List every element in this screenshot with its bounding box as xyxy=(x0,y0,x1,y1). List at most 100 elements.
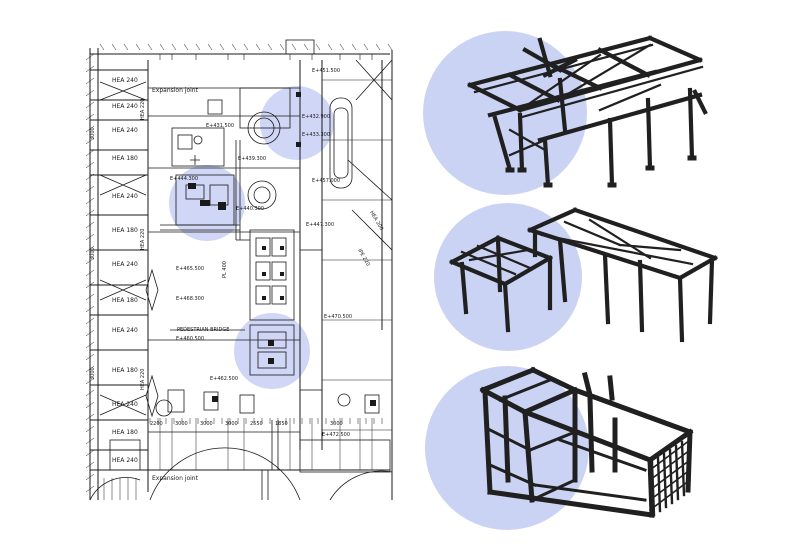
frame-beam xyxy=(495,235,553,261)
box-end-member xyxy=(648,478,692,512)
dimension-tick xyxy=(85,365,95,373)
dimension-tick xyxy=(85,125,95,133)
dimension-tick xyxy=(219,43,225,51)
dimension-tick xyxy=(195,43,201,51)
column-base xyxy=(543,182,553,188)
dimension-tick xyxy=(85,281,95,289)
canopy-column xyxy=(607,117,615,188)
dimension-2: 3000 xyxy=(175,421,188,427)
elevation-2: E+432.900 xyxy=(302,114,330,120)
dimension-tick xyxy=(135,43,141,51)
beam-label-6: HEA 180 xyxy=(112,227,138,234)
dimension-tick xyxy=(85,305,95,313)
dimension-tick xyxy=(85,137,95,145)
box-column xyxy=(522,409,535,503)
structure-highlight-middle xyxy=(434,203,582,351)
canopy-column xyxy=(687,87,695,161)
frame-column xyxy=(602,252,611,325)
canopy-column xyxy=(537,37,553,78)
dimension-tick xyxy=(85,425,95,433)
dimension-tick xyxy=(85,437,95,445)
dimension-tick xyxy=(85,113,95,121)
dimension-tick xyxy=(171,43,177,51)
dimension-4: 3000 xyxy=(225,421,238,427)
box-column xyxy=(607,375,615,401)
box-beam xyxy=(528,430,577,452)
box-beam xyxy=(529,366,579,394)
frame-brace xyxy=(588,218,652,260)
vertical-beam-3: HEA 220 xyxy=(140,369,146,390)
box-column xyxy=(587,395,595,473)
beam-label-3: HEA 240 xyxy=(112,127,138,134)
dimension-tick xyxy=(243,43,249,51)
structure-canopy xyxy=(467,35,708,188)
box-end-member xyxy=(648,458,692,492)
column-base xyxy=(517,167,527,173)
expansion-joint-label-top: Expansion joint xyxy=(152,87,199,94)
canopy-column xyxy=(517,112,525,173)
vertical-dim-3: 3000 xyxy=(90,367,96,380)
dimension-tick xyxy=(231,43,237,51)
box-beam xyxy=(498,378,552,402)
canopy-beam xyxy=(520,65,704,119)
box-beam xyxy=(530,478,577,502)
elevation-8: E+470.500 xyxy=(324,314,352,320)
plan-highlight-top xyxy=(260,86,334,160)
vertical-dim-1: 3000 xyxy=(90,127,96,140)
canopy-cross-beam xyxy=(507,72,561,103)
box-beam xyxy=(521,408,654,464)
box-column xyxy=(502,395,511,483)
dimension-tick xyxy=(111,43,117,51)
structure-panel xyxy=(423,31,718,530)
plan-solid-blocks xyxy=(188,92,376,406)
box-beam xyxy=(479,366,537,394)
column-base xyxy=(645,165,655,171)
dimension-tick xyxy=(363,43,369,51)
box-column xyxy=(482,389,493,495)
frame-beam xyxy=(677,255,718,281)
dimension-1: 2200 xyxy=(150,421,163,427)
elevation-5: E+440.300 xyxy=(236,206,264,212)
frame-beam xyxy=(449,235,501,265)
dimension-tick xyxy=(255,43,261,51)
beam-label-12: HEA 180 xyxy=(112,429,138,436)
vertical-beam-2: HEA 220 xyxy=(140,229,146,250)
box-column xyxy=(581,371,594,399)
dimension-tick xyxy=(85,209,95,217)
vertical-labels: 3000 3000 3000 HEA 220 HEA 220 HEA 220 xyxy=(90,99,146,390)
dimension-tick xyxy=(85,293,95,301)
frame-beam xyxy=(572,207,718,261)
box-beam xyxy=(571,386,694,436)
structure-bridge xyxy=(449,207,718,343)
elevation-1: E+431.500 xyxy=(206,123,234,129)
pedestrian-bridge-label: PEDESTRIAN BRIDGE xyxy=(177,327,229,333)
dimension-tick xyxy=(85,329,95,337)
dimension-tick xyxy=(387,43,393,51)
dimension-tick xyxy=(123,43,129,51)
dimension-tick xyxy=(85,473,95,481)
dimension-tick xyxy=(85,173,95,181)
canopy-column xyxy=(557,77,568,133)
canopy-column xyxy=(645,97,653,171)
column-base xyxy=(687,155,697,161)
dimension-tick xyxy=(85,461,95,469)
dimension-3: 3000 xyxy=(200,421,213,427)
dimension-tick xyxy=(85,185,95,193)
canopy-brace xyxy=(598,58,702,90)
canopy-beam xyxy=(692,89,708,115)
box-beam xyxy=(646,428,694,464)
vertical-beam-1: HEA 220 xyxy=(140,99,146,120)
frame-column xyxy=(707,257,715,325)
elevation-14: E+447.300 xyxy=(306,222,334,228)
dimension-tick xyxy=(85,101,95,109)
dimension-tick xyxy=(85,449,95,457)
dimension-tick xyxy=(85,257,95,265)
dimension-tick xyxy=(267,43,273,51)
elevation-6: E+465.500 xyxy=(176,266,204,272)
box-end-member xyxy=(680,440,686,497)
dimension-tick xyxy=(85,149,95,157)
dimension-tick xyxy=(279,43,285,51)
dimension-tick xyxy=(339,43,345,51)
